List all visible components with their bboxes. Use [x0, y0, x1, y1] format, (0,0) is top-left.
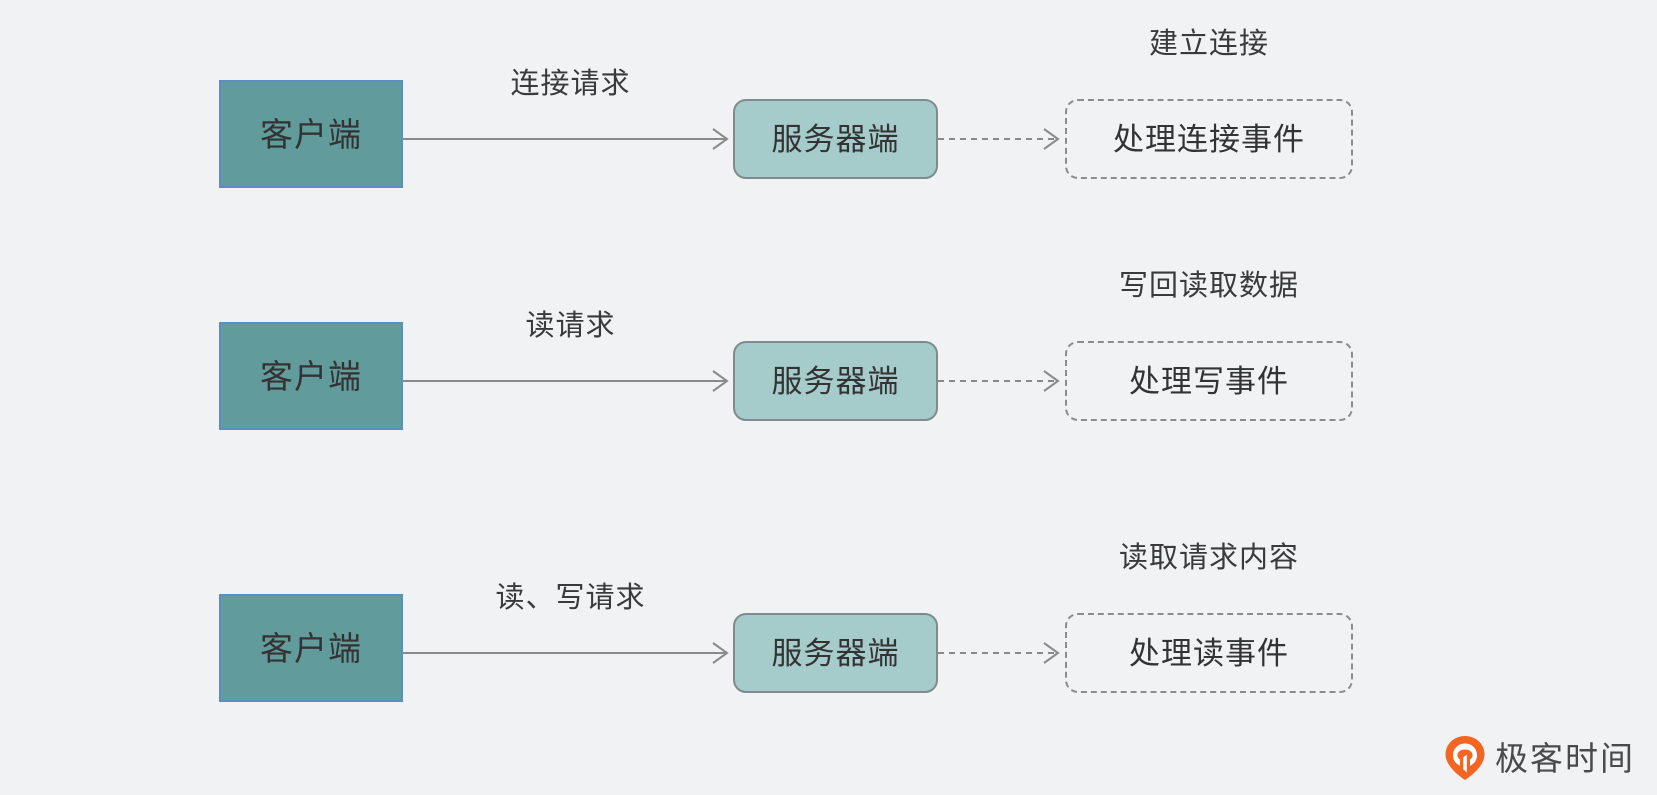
server-box[interactable]: 服务器端	[733, 341, 938, 421]
solid-request-arrow	[403, 642, 729, 664]
client-label: 客户端	[260, 629, 362, 667]
client-box[interactable]: 客户端	[219, 322, 403, 430]
event-label: 处理读事件	[1129, 635, 1289, 671]
brand-name: 极客时间	[1495, 739, 1635, 777]
solid-request-arrow	[403, 128, 729, 150]
server-box[interactable]: 服务器端	[733, 99, 938, 179]
event-label: 处理连接事件	[1113, 121, 1305, 157]
event-label: 处理写事件	[1129, 363, 1289, 399]
flow-row: 客户端 读请求 服务器端 写回读取数据 处理写事件	[0, 254, 1657, 504]
dashed-event-arrow	[938, 128, 1060, 150]
event-caption: 读取请求内容	[1118, 542, 1299, 574]
flow-row: 客户端 连接请求 服务器端 建立连接 处理连接事件	[0, 12, 1657, 262]
event-box[interactable]: 处理写事件	[1065, 341, 1353, 421]
server-label: 服务器端	[771, 121, 900, 157]
event-box[interactable]: 处理读事件	[1065, 613, 1353, 693]
request-arrow-label: 读请求	[525, 310, 616, 342]
client-box[interactable]: 客户端	[219, 594, 403, 702]
solid-request-arrow	[403, 370, 729, 392]
flow-row: 客户端 读、写请求 服务器端 读取请求内容 处理读事件	[0, 526, 1657, 776]
dashed-event-arrow	[938, 370, 1060, 392]
request-arrow-label: 连接请求	[510, 68, 631, 100]
brand-logo: 极客时间	[1444, 735, 1635, 781]
event-box[interactable]: 处理连接事件	[1065, 99, 1353, 179]
event-caption: 建立连接	[1148, 28, 1269, 60]
geektime-pin-icon	[1445, 736, 1485, 780]
server-box[interactable]: 服务器端	[733, 613, 938, 693]
client-box[interactable]: 客户端	[219, 80, 403, 188]
event-caption: 写回读取数据	[1118, 270, 1299, 302]
request-arrow-label: 读、写请求	[495, 582, 646, 614]
server-label: 服务器端	[771, 363, 900, 399]
client-label: 客户端	[260, 115, 362, 153]
dashed-event-arrow	[938, 642, 1060, 664]
client-label: 客户端	[260, 357, 362, 395]
server-label: 服务器端	[771, 635, 900, 671]
